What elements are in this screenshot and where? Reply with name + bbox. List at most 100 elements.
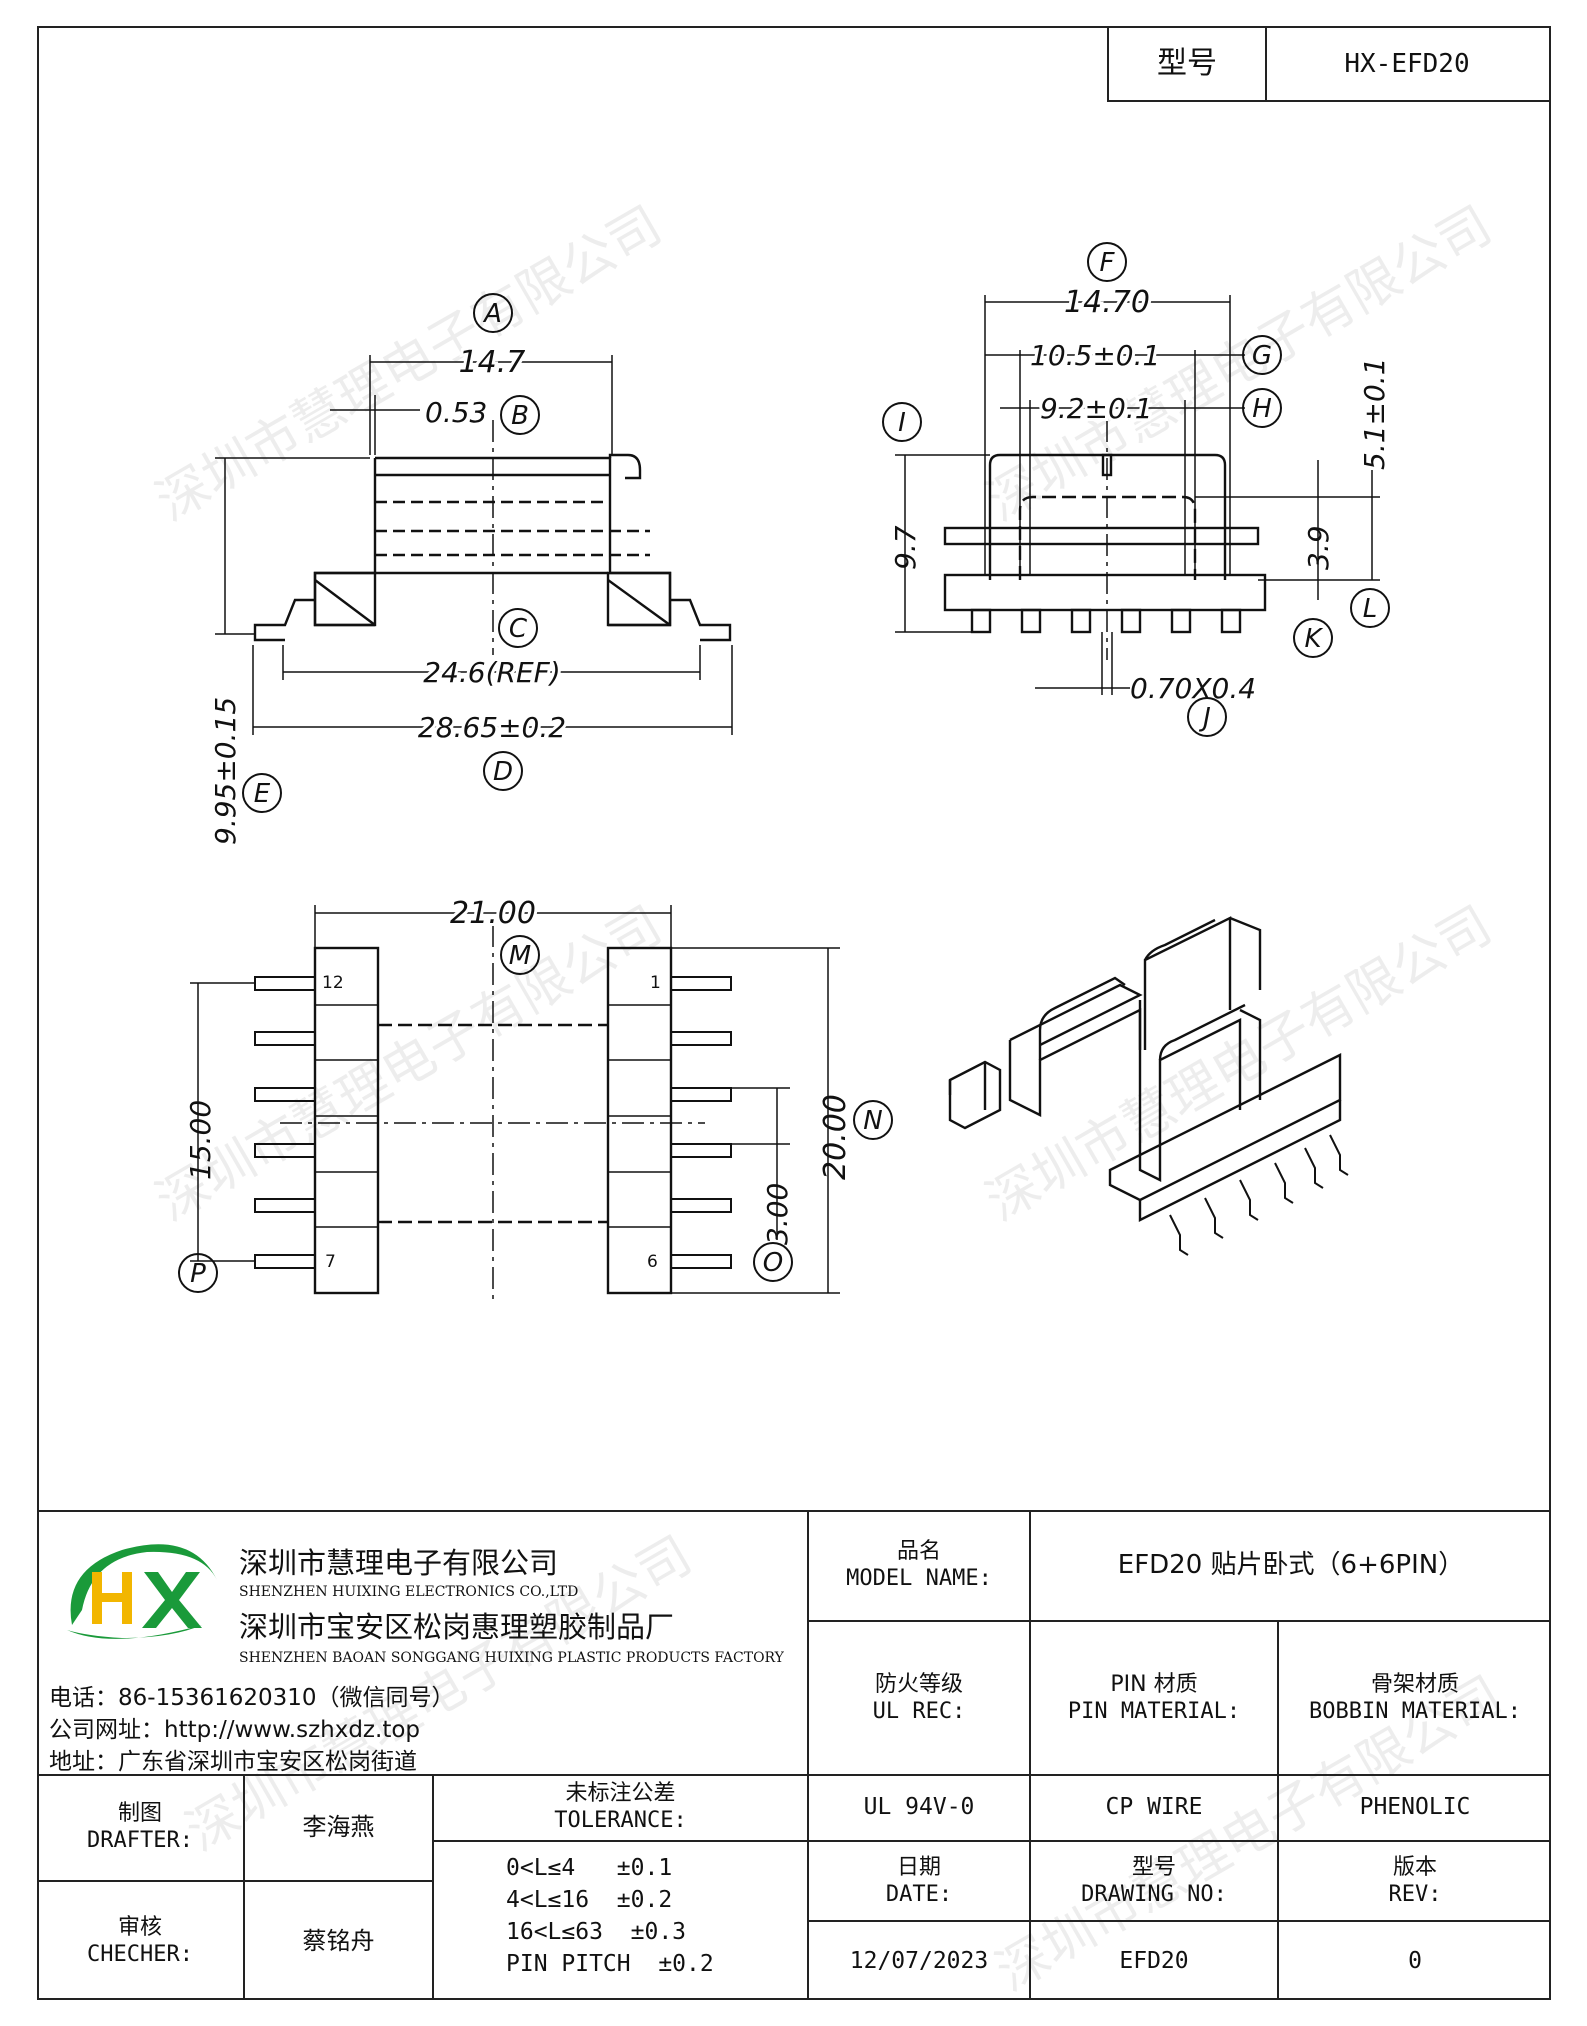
technical-drawing: 14.7 0.53 24.6(REF) 28.65±0.2 9.95±0.15 …: [178, 242, 1391, 1300]
model-name-value: EFD20 贴片卧式（6+6PIN）: [1117, 1549, 1465, 1580]
date-label-en: DATE:: [885, 1882, 953, 1907]
end-view-pins: [970, 608, 1242, 634]
dim-ref-text: 24.6(REF): [423, 656, 560, 689]
rev-value: 0: [1408, 1947, 1422, 1974]
label-g: G: [1252, 341, 1272, 371]
label-a: A: [482, 299, 502, 329]
label-i: I: [898, 408, 906, 438]
pin-material-value: CP WIRE: [1105, 1793, 1203, 1820]
company-name-en: SHENZHEN HUIXING ELECTRONICS CO.,LTD: [239, 1584, 579, 1600]
phone-text: 电话：86-15361620310（微信同号）: [49, 1685, 455, 1711]
label-h: H: [1252, 394, 1272, 424]
label-n: N: [863, 1106, 882, 1136]
tolerance-label-cn: 未标注公差: [565, 1780, 676, 1806]
label-e: E: [254, 779, 271, 809]
title-block-top-rule: [37, 1510, 1551, 1512]
label-j: J: [1198, 703, 1211, 733]
model-label: 型号: [1157, 46, 1217, 82]
date-label-cell: 日期 DATE:: [809, 1842, 1031, 1922]
factory-name-cn: 深圳市宝安区松岗惠理塑胶制品厂: [239, 1610, 675, 1644]
drawing-frame: [37, 26, 1551, 2000]
ul-label-en: UL REC:: [872, 1699, 966, 1724]
tolerance-line: PIN PITCH ±0.2: [506, 1951, 714, 1977]
bobbin-material-value-cell: PHENOLIC: [1279, 1774, 1551, 1842]
isometric-view: [948, 916, 1349, 1256]
pin-number-12: 12: [322, 973, 344, 993]
drafter-name: 李海燕: [302, 1813, 375, 1841]
pin-material-label-cell: PIN 材质 PIN MATERIAL:: [1031, 1622, 1279, 1774]
bobbin-material-label-cn: 骨架材质: [1370, 1671, 1459, 1697]
model-name-label-cell: 品名 MODEL NAME:: [809, 1510, 1031, 1622]
bobbin-material-label-cell: 骨架材质 BOBBIN MATERIAL:: [1279, 1622, 1551, 1774]
tolerance-label-cell: 未标注公差 TOLERANCE:: [434, 1774, 809, 1842]
rev-label-cell: 版本 REV:: [1279, 1842, 1551, 1922]
drawing-no-label-en: DRAWING NO:: [1081, 1882, 1227, 1907]
bobbin-material-label-en: BOBBIN MATERIAL:: [1309, 1699, 1521, 1724]
label-p: P: [190, 1259, 206, 1289]
checker-label-en: CHECHER:: [87, 1942, 193, 1967]
model-name-value-cell: EFD20 贴片卧式（6+6PIN）: [1031, 1510, 1551, 1622]
label-m: M: [509, 941, 531, 971]
checker-name-cell: 蔡铭舟: [245, 1882, 434, 2000]
tolerance-label-en: TOLERANCE:: [554, 1808, 687, 1833]
ul-value-cell: UL 94V-0: [809, 1774, 1031, 1842]
dim-j-text: 0.70X0.4: [1130, 672, 1256, 705]
dim-e-text: 9.95±0.15: [209, 697, 242, 845]
model-label-cell: 型号: [1107, 26, 1267, 102]
label-k: K: [1304, 624, 1323, 654]
bobbin-material-value: PHENOLIC: [1359, 1793, 1471, 1820]
dim-h-text: 9.2±0.1: [1040, 392, 1153, 425]
drafter-label-cell: 制图 DRAFTER:: [37, 1774, 245, 1882]
end-view: [895, 295, 1380, 695]
pin-number-1: 1: [650, 973, 661, 993]
drafter-label-cn: 制图: [117, 1800, 162, 1826]
drawing-no-value: EFD20: [1119, 1947, 1189, 1974]
checker-label-cn: 审核: [117, 1914, 162, 1940]
label-l: L: [1363, 594, 1378, 624]
pin-material-value-cell: CP WIRE: [1031, 1774, 1279, 1842]
bottom-view: [190, 905, 840, 1300]
dim-l-text: 5.1±0.1: [1358, 357, 1391, 470]
dim-n-text: 20.00: [818, 1094, 853, 1180]
drafter-name-cell: 李海燕: [245, 1774, 434, 1882]
tolerance-line: 4<L≤16 ±0.2: [506, 1887, 673, 1913]
logo-text: HX: [52, 1530, 54, 1531]
pin-material-label-en: PIN MATERIAL:: [1067, 1699, 1241, 1724]
tolerance-line: 16<L≤63 ±0.3: [506, 1919, 687, 1945]
dim-f-text: 14.70: [1064, 285, 1150, 320]
tolerance-line: 0<L≤4 ±0.1: [506, 1855, 673, 1881]
label-d: D: [493, 757, 513, 787]
label-f: F: [1100, 248, 1116, 278]
rev-label-en: REV:: [1388, 1882, 1442, 1907]
drawing-no-label-cell: 型号 DRAWING NO:: [1031, 1842, 1279, 1922]
model-name-label-en: MODEL NAME:: [846, 1566, 992, 1591]
checker-label-cell: 审核 CHECHER:: [37, 1882, 245, 2000]
label-o: O: [763, 1248, 783, 1278]
title-block-mid-rule: [37, 1774, 1551, 1776]
dim-d-text: 28.65±0.2: [418, 711, 566, 744]
ul-value: UL 94V-0: [863, 1793, 975, 1820]
checker-name: 蔡铭舟: [302, 1927, 375, 1955]
dim-g-text: 10.5±0.1: [1030, 339, 1160, 372]
label-b: B: [511, 401, 529, 431]
drafter-label-en: DRAFTER:: [87, 1828, 193, 1853]
label-c: C: [509, 614, 528, 644]
website-text: 公司网址：http://www.szhxdz.top: [49, 1717, 421, 1743]
company-name-cn: 深圳市慧理电子有限公司: [239, 1546, 559, 1580]
dim-p-text: 15.00: [184, 1100, 217, 1180]
side-view: [215, 355, 733, 735]
drawing-no-label-cn: 型号: [1131, 1854, 1176, 1880]
model-name-label-cn: 品名: [896, 1538, 941, 1564]
date-value: 12/07/2023: [849, 1947, 989, 1974]
company-info: HX 深圳市慧理电子有限公司 SHENZHEN HUIXING ELECTRON…: [37, 1510, 809, 1775]
drawing-no-value-cell: EFD20: [1031, 1922, 1279, 2000]
dim-i-text: 9.7: [889, 525, 922, 570]
model-value-cell: HX-EFD20: [1265, 26, 1551, 102]
model-value: HX-EFD20: [1344, 48, 1470, 79]
dim-m-text: 21.00: [450, 896, 536, 931]
dim-a-text: 14.7: [459, 345, 526, 380]
pin-material-label-cn: PIN 材质: [1110, 1671, 1198, 1697]
factory-name-en: SHENZHEN BAOAN SONGGANG HUIXING PLASTIC …: [239, 1650, 784, 1666]
dim-k-text: 3.9: [1302, 525, 1335, 570]
